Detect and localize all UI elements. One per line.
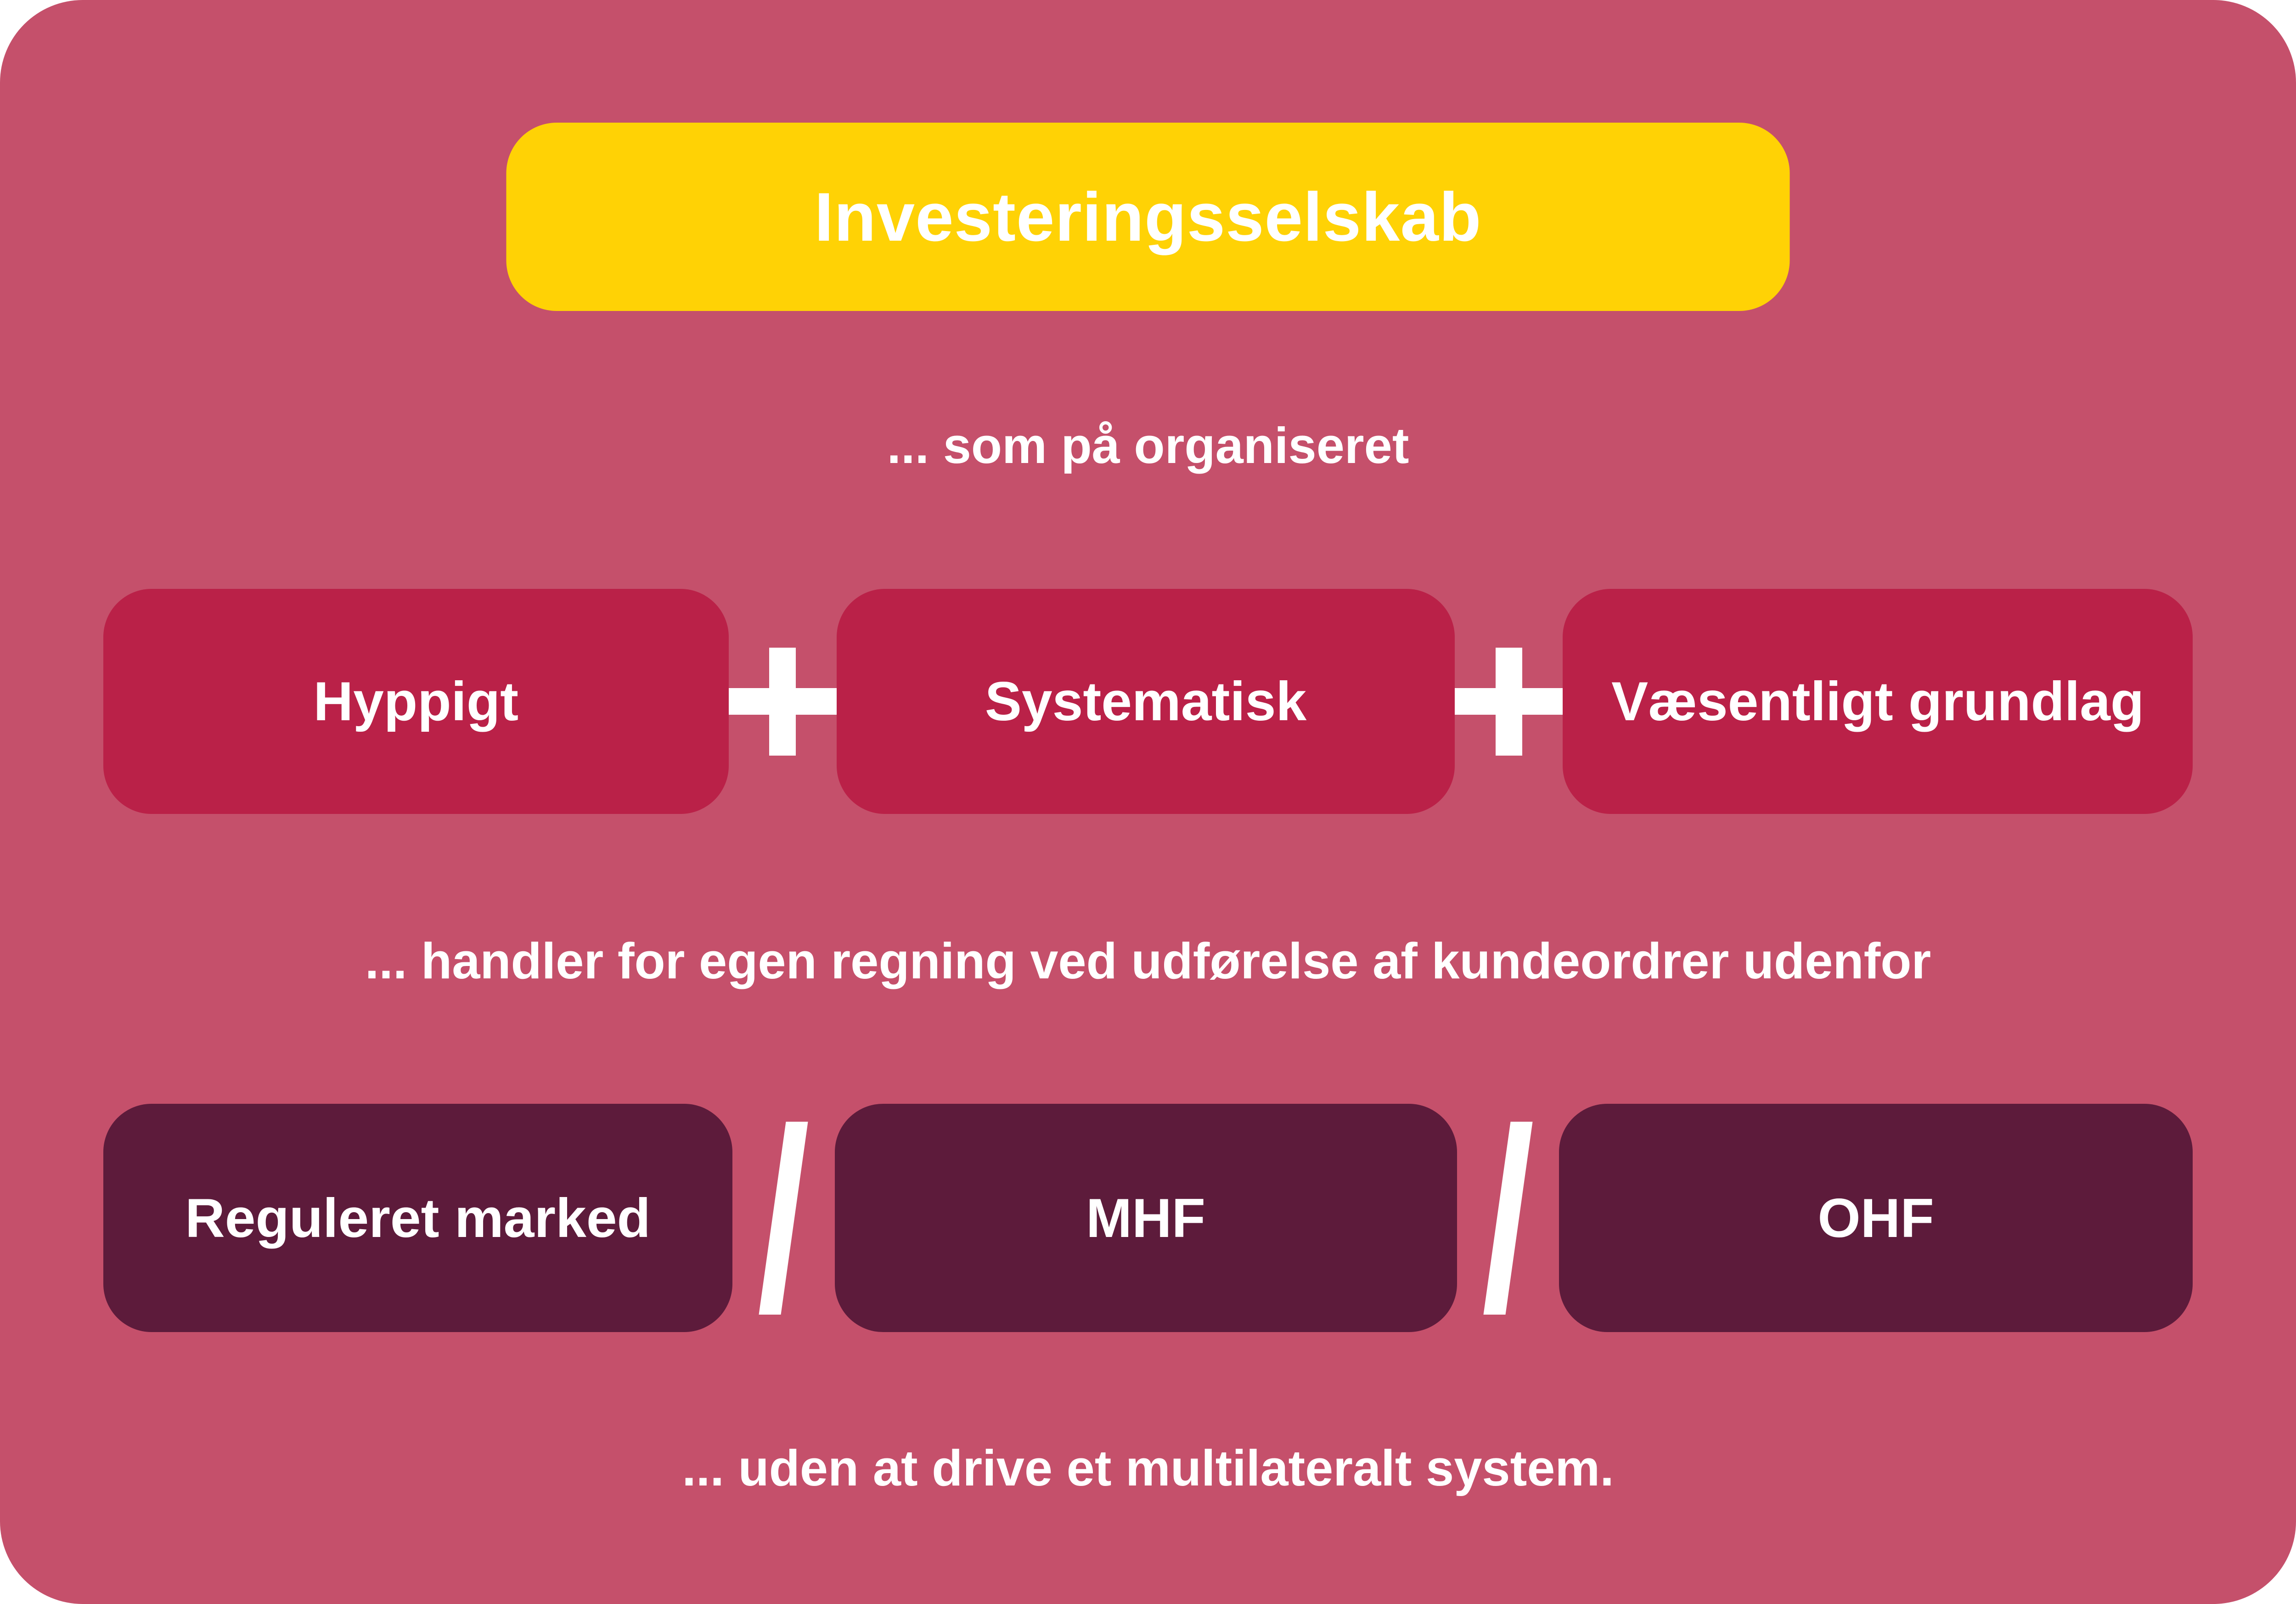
criteria-box-hyppigt: Hyppigt [103,589,729,814]
operator-container [1455,589,1563,814]
venue-box-ohf: OHF [1559,1104,2193,1332]
subtitle-organised: ... som på organiseret [887,418,1409,474]
operator-container [728,589,837,814]
page-title: Investeringsselskab [814,178,1482,255]
venues-row: Reguleret marked MHF OHF [103,1104,2193,1332]
criteria-box-vaesentligt-grundlag: Væsentligt grundlag [1563,589,2193,814]
header-pill: Investeringsselskab [506,123,1790,311]
criteria-box-label: Hyppigt [313,671,519,732]
venue-box-label: MHF [1086,1187,1205,1249]
criteria-box-label: Systematisk [985,671,1307,732]
slash-icon [1483,1121,1533,1315]
venue-box-label: OHF [1818,1187,1934,1249]
subtitle-multilateral: ... uden at drive et multilateralt syste… [682,1440,1614,1497]
subtitle-own-account: ... handler for egen regning ved udførel… [365,933,1931,989]
venue-box-mhf: MHF [834,1104,1457,1332]
plus-icon [728,647,837,756]
slash-icon [759,1121,808,1315]
operator-container [1457,1104,1559,1332]
criteria-row: Hyppigt Systematisk Væsentligt grundlag [103,589,2193,814]
venue-box-reguleret-marked: Reguleret marked [103,1104,732,1332]
plus-icon [1455,647,1563,756]
venue-box-label: Reguleret marked [185,1187,651,1249]
operator-container [732,1104,835,1332]
criteria-box-label: Væsentligt grundlag [1611,671,2144,732]
criteria-box-systematisk: Systematisk [836,589,1455,814]
